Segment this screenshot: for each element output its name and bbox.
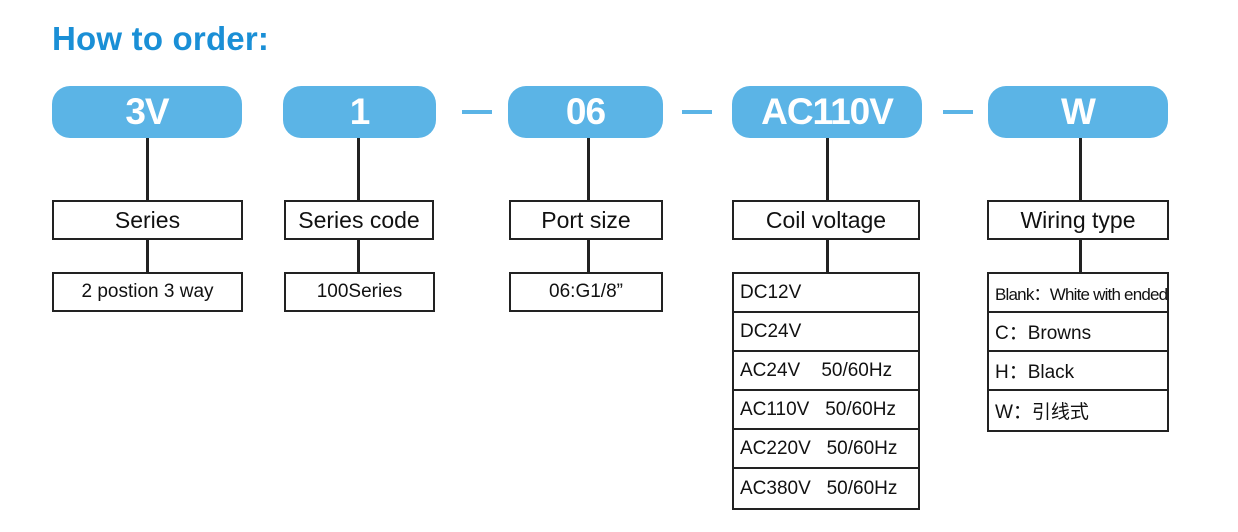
wiring-type-options: Blank：White with ended C：Browns H：Black … [987,272,1169,432]
separator-dash [943,110,973,114]
code-series: 3V [52,86,242,138]
value-port-size: 06:G1/8” [509,272,663,312]
code-series-code: 1 [283,86,436,138]
connector-line [357,138,360,200]
option-row: W：引线式 [995,402,1089,423]
label-series: Series [52,200,243,240]
option-row: AC380V 50/60Hz [740,477,898,499]
coil-voltage-options: DC12V DC24V AC24V 50/60Hz AC110V 50/60Hz… [732,272,920,510]
connector-line [587,138,590,200]
code-coil-voltage: AC110V [732,86,922,138]
separator-dash [682,110,712,114]
label-coil-voltage: Coil voltage [732,200,920,240]
connector-line [146,138,149,200]
connector-line [1079,240,1082,272]
label-port-size: Port size [509,200,663,240]
option-row: H：Black [989,352,1167,391]
connector-line [826,240,829,272]
option-row: AC220V 50/60Hz [734,430,918,469]
separator-dash [462,110,492,114]
connector-line [1079,138,1082,200]
option-row: AC110V 50/60Hz [734,391,918,430]
connector-line [826,138,829,200]
connector-line [587,240,590,272]
label-series-code: Series code [284,200,434,240]
connector-line [146,240,149,272]
code-port-size: 06 [508,86,663,138]
code-wiring-type: W [988,86,1168,138]
value-series-code: 100Series [284,272,435,312]
value-series: 2 postion 3 way [52,272,243,312]
connector-line [357,240,360,272]
label-wiring-type: Wiring type [987,200,1169,240]
option-row: Blank：White with ended [989,274,1168,313]
option-row: DC12V [734,274,918,313]
option-row: AC24V 50/60Hz [734,352,918,391]
option-row: DC24V [734,313,918,352]
page-title: How to order: [52,20,270,57]
option-row: C：Browns [989,313,1167,352]
